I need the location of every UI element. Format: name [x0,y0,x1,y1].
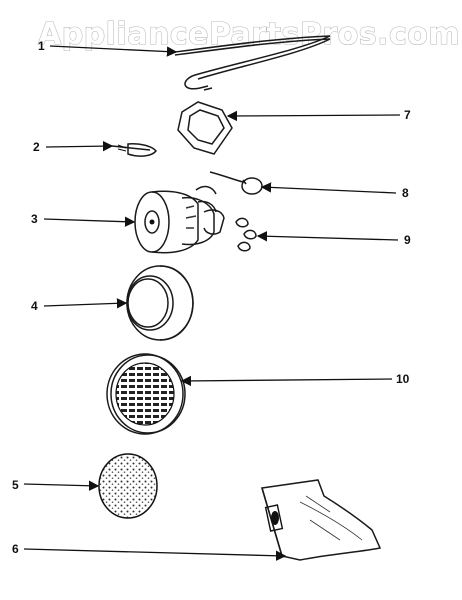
callout-labels: 1 2 3 4 5 6 7 8 9 10 [12,39,411,556]
callout-4: 4 [31,299,38,313]
callout-8: 8 [402,186,409,200]
part-3-motor[interactable] [134,185,225,254]
part-10-grille[interactable] [106,353,186,435]
callout-6: 6 [12,542,19,556]
callout-leaders [23,45,401,561]
part-9-clips[interactable] [235,217,257,252]
callout-1: 1 [38,39,45,53]
callout-3: 3 [31,212,38,226]
callout-2: 2 [33,140,40,154]
part-7-gasket[interactable] [177,101,233,155]
part-5-foam-filter[interactable] [98,453,158,519]
callout-5: 5 [12,478,19,492]
callout-10: 10 [396,372,410,386]
callout-9: 9 [404,233,411,247]
part-1-power-cord[interactable] [174,35,331,91]
callout-7: 7 [404,108,411,122]
part-2-brush[interactable] [111,143,157,157]
part-8-wire-switch[interactable] [209,171,263,195]
watermark-text: AppliancePartsPros.com [38,17,460,52]
part-4-ring[interactable] [126,265,194,341]
part-6-dust-bag[interactable] [261,479,382,561]
